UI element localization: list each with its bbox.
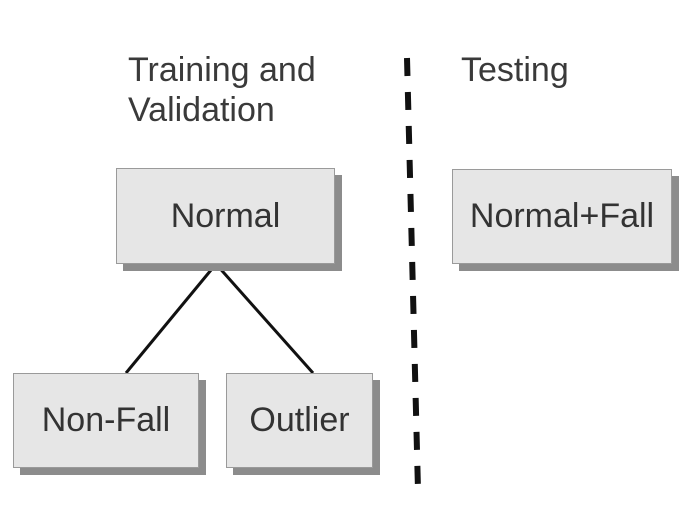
node-normal-fall: Normal+Fall (452, 169, 672, 264)
node-non-fall-label: Non-Fall (41, 401, 171, 439)
node-outlier: Outlier (226, 373, 373, 468)
divider-dashed (404, 57, 421, 491)
training-validation-heading: Training and Validation (128, 51, 316, 129)
edge-normal-nonfall (124, 263, 218, 374)
node-normal-label: Normal (170, 196, 281, 235)
edge-normal-outlier (214, 263, 315, 374)
node-non-fall: Non-Fall (13, 373, 199, 468)
testing-heading: Testing (461, 51, 569, 89)
node-normal: Normal (116, 168, 335, 264)
node-normal-fall-label: Normal+Fall (469, 197, 655, 235)
node-outlier-label: Outlier (249, 401, 350, 439)
